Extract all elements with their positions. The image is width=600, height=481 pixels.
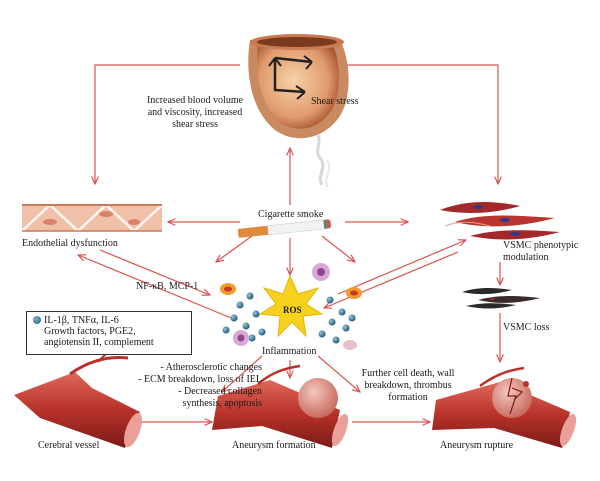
shear-stress-vessel — [248, 34, 349, 139]
legend-line3: angiotensin II, complement — [44, 337, 154, 348]
further-line2: breakdown, thrombus — [364, 380, 452, 391]
shear-cause-line2: and viscosity, increased — [147, 107, 243, 118]
changes-line2: - ECM breakdown, loss of IEL — [138, 374, 262, 385]
vsmc-loss-label: VSMC loss — [503, 322, 550, 333]
ros-cluster — [220, 263, 362, 350]
aneurysm-rupture-label: Aneurysm rupture — [440, 440, 514, 451]
shear-cause-line3: shear stress — [172, 119, 218, 130]
changes-line3: - Decreased collagen — [178, 386, 262, 397]
vsmc-modulation-label: VSMC phenotypic modulation — [503, 240, 578, 264]
legend-line1: IL-1β, TNFα, IL-6 — [44, 315, 119, 326]
arrow-endothelial-to-ros — [99, 249, 210, 295]
cytokine-dot-icon — [33, 316, 41, 324]
arrow-smoke-to-ros-right — [321, 235, 355, 262]
ruptured-sac — [492, 378, 532, 418]
arrow-smoke-to-ros-left — [216, 235, 253, 262]
legend-row-3: angiotensin II, complement — [33, 337, 187, 348]
aneurysm-rupture-vessel — [432, 366, 577, 448]
cytokine-legend: IL-1β, TNFα, IL-6 Growth factors, PGE2, … — [26, 311, 192, 355]
arrow-inflammation-to-vessel — [222, 355, 263, 392]
further-line1: Further cell death, wall — [361, 368, 455, 379]
inflammatory-cells — [220, 263, 362, 350]
ros-label: ROS — [283, 305, 302, 315]
inflammation-label: Inflammation — [262, 346, 317, 357]
arrows — [78, 64, 500, 422]
changes-line4: synthesis, apoptosis — [182, 398, 262, 409]
shear-stress-label: Shear stress — [311, 96, 359, 107]
cigarette-smoke-label: Cigarette smoke — [258, 209, 324, 220]
arrow-vsmc-to-ros — [324, 251, 459, 308]
changes-label: - Atherosclerotic changes - ECM breakdow… — [132, 362, 262, 410]
arrow-ros-to-vsmc — [337, 240, 466, 295]
shear-cause-line1: Increased blood volume — [146, 95, 244, 106]
vsmc-loss-cells — [462, 288, 540, 309]
cerebral-vessel-label: Cerebral vessel — [38, 440, 100, 451]
aneurysm-formation-vessel — [212, 364, 349, 448]
cigarette-icon — [237, 134, 332, 238]
aneurysm-formation-label: Aneurysm formation — [232, 440, 316, 451]
cerebral-vessel — [14, 345, 143, 448]
arrow-ros-to-endothelial — [78, 255, 237, 321]
ros-star — [258, 274, 324, 338]
endothelial-dysfunction-label: Endothelial dysfunction — [22, 238, 118, 249]
legend-line2: Growth factors, PGE2, — [44, 326, 136, 337]
vsmc-modulation-line1: VSMC phenotypic — [503, 240, 579, 251]
vsmc-modulation-line2: modulation — [503, 252, 549, 263]
further-line3: formation — [388, 392, 428, 403]
arrow-inflammation-to-rupture — [317, 355, 360, 392]
further-damage-label: Further cell death, wall breakdown, thro… — [348, 368, 468, 404]
cytokine-dots — [222, 292, 356, 344]
legend-row-2: Growth factors, PGE2, — [33, 326, 187, 337]
aneurysm-sac — [298, 378, 338, 418]
arrow-shear-to-vsmc — [345, 64, 498, 184]
arrow-shear-to-endothelial — [95, 64, 240, 184]
shear-cause-label: Increased blood volume and viscosity, in… — [140, 95, 250, 131]
changes-line1: - Atherosclerotic changes — [160, 362, 262, 373]
legend-row-1: IL-1β, TNFα, IL-6 — [33, 315, 187, 326]
nfkb-label: NF-κB, MCP-1 — [136, 281, 199, 292]
vsmc-cells — [440, 202, 560, 240]
endothelial-cells — [21, 203, 163, 233]
